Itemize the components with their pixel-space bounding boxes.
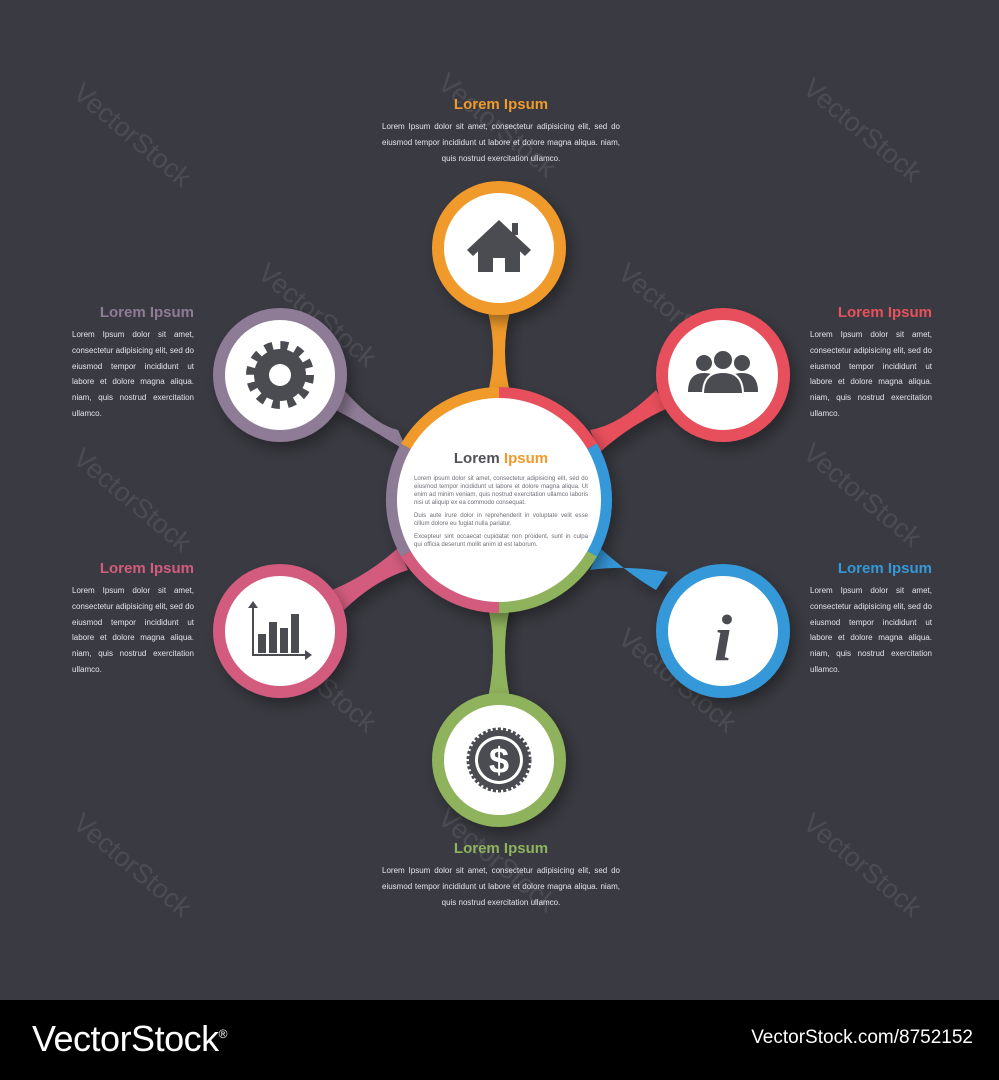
image-id-link[interactable]: VectorStock.com/8752152: [751, 1027, 973, 1048]
text-block-upper-right: Lorem Ipsum Lorem Ipsum dolor sit amet, …: [810, 304, 932, 422]
hub-diagram: i $: [213, 181, 790, 827]
brand-name: VectorStock: [32, 1018, 219, 1059]
infographic-canvas: VectorStock VectorStock VectorStock Vect…: [67, 67, 932, 923]
text-block-top: Lorem Ipsum Lorem Ipsum dolor sit amet, …: [382, 96, 620, 166]
connector-top: [486, 312, 512, 400]
connector-upper-left: [332, 390, 408, 452]
center-title-part1: Lorem: [453, 450, 500, 467]
dollar-icon: $: [466, 727, 532, 793]
text-block-body: Lorem Ipsum dolor sit amet, consectetur …: [810, 586, 932, 674]
node-upper-right: [656, 308, 790, 442]
footer-bar: VectorStock® VectorStock.com/8752152: [0, 1000, 999, 1080]
text-block-title: Lorem Ipsum: [837, 304, 932, 321]
connector-lower-right: [590, 548, 668, 590]
center-title-part2: Ipsum: [503, 450, 549, 467]
home-icon: [467, 220, 531, 272]
text-block-body: Lorem Ipsum dolor sit amet, consectetur …: [72, 330, 194, 418]
text-block-title: Lorem Ipsum: [453, 840, 549, 857]
info-icon: i: [714, 602, 733, 675]
svg-text:$: $: [489, 740, 509, 781]
gear-icon: [246, 341, 314, 409]
text-block-lower-right: Lorem Ipsum Lorem Ipsum dolor sit amet, …: [810, 560, 932, 678]
connector-bottom: [486, 600, 512, 698]
center-paragraph: Duis aute irure dolor in reprehenderit i…: [414, 512, 588, 527]
node-lower-right: i: [656, 564, 790, 698]
node-top: [432, 181, 566, 315]
registered-mark: ®: [218, 1027, 228, 1041]
center-panel: [397, 398, 601, 602]
connector-upper-right: [590, 390, 668, 452]
text-block-title: Lorem Ipsum: [99, 560, 194, 577]
center-paragraph: Lorem ipsum dolor sit amet, consectetur …: [414, 475, 588, 506]
text-block-body: Lorem Ipsum dolor sit amet, consectetur …: [382, 122, 620, 163]
brand-logo: VectorStock®: [32, 1018, 227, 1060]
text-block-upper-left: Lorem Ipsum Lorem Ipsum dolor sit amet, …: [72, 304, 194, 422]
text-block-title: Lorem Ipsum: [837, 560, 932, 577]
text-block-body: Lorem Ipsum dolor sit amet, consectetur …: [810, 330, 932, 418]
text-block-body: Lorem Ipsum dolor sit amet, consectetur …: [72, 586, 194, 674]
node-lower-left: [213, 564, 347, 698]
node-bottom: $: [432, 693, 566, 827]
center-title: Lorem Ipsum: [414, 450, 588, 467]
text-block-lower-left: Lorem Ipsum Lorem Ipsum dolor sit amet, …: [72, 560, 194, 678]
text-block-title: Lorem Ipsum: [99, 304, 194, 321]
bar-chart-icon: [248, 601, 312, 660]
svg-text:i: i: [714, 602, 733, 675]
text-block-bottom: Lorem Ipsum Lorem Ipsum dolor sit amet, …: [382, 840, 620, 910]
text-block-body: Lorem Ipsum dolor sit amet, consectetur …: [382, 866, 620, 907]
center-text: Lorem Ipsum Lorem ipsum dolor sit amet, …: [414, 450, 588, 554]
node-upper-left: [213, 308, 347, 442]
text-block-title: Lorem Ipsum: [453, 96, 549, 113]
center-paragraph: Excepteur sint occaecat cupidatat non pr…: [414, 533, 588, 548]
people-icon: [688, 349, 758, 395]
connector-lower-left: [332, 548, 408, 610]
